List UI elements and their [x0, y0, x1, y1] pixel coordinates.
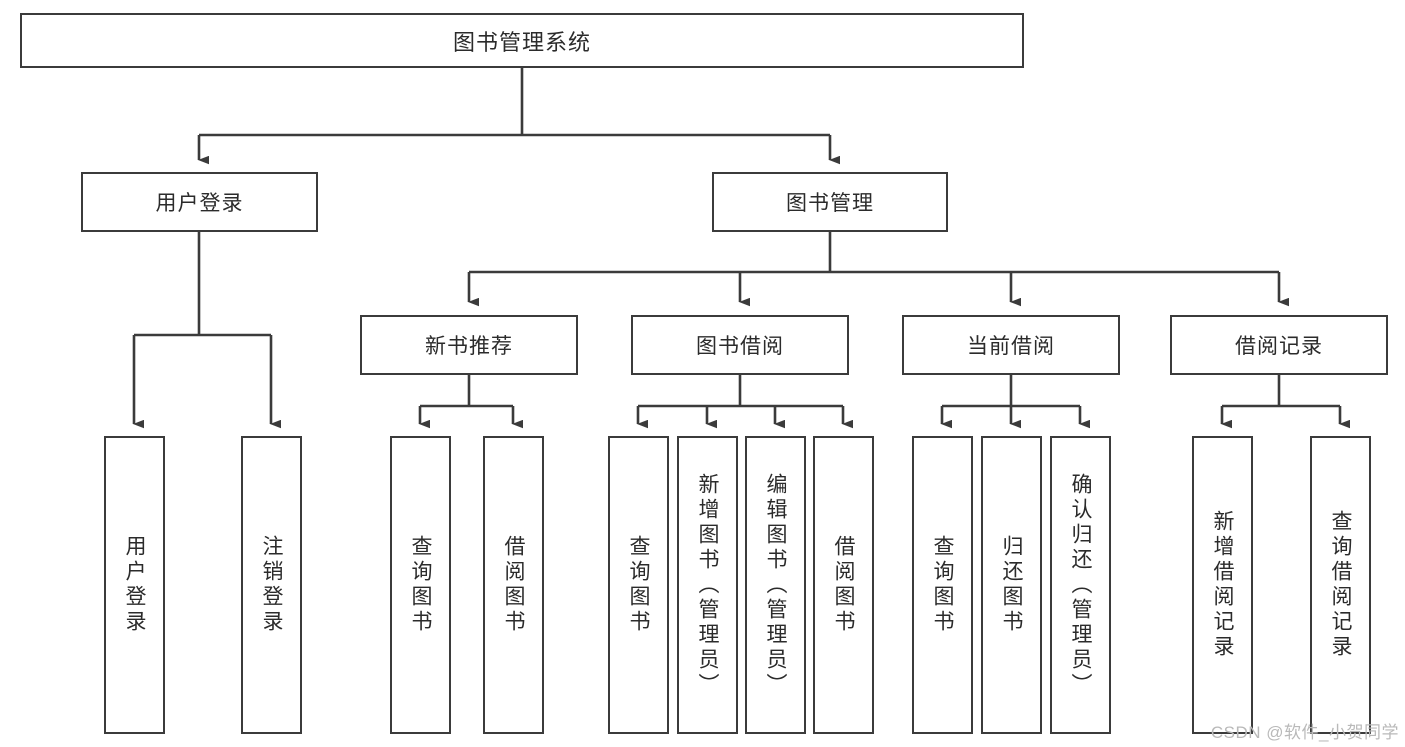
node-label: 查询图书 — [627, 535, 650, 635]
node-label: 图书管理系统 — [452, 29, 591, 55]
leaf-current-return-book[interactable]: 归还图书 — [981, 436, 1042, 734]
leaf-current-query-book[interactable]: 查询图书 — [912, 436, 973, 734]
node-label: 确认归还（管理员） — [1069, 472, 1092, 698]
node-label: 编辑图书（管理员） — [764, 472, 787, 698]
node-label: 图书借阅 — [696, 335, 784, 358]
leaf-recommend-query-book[interactable]: 查询图书 — [390, 436, 451, 734]
node-label: 新书推荐 — [425, 335, 513, 358]
node-label: 注销登录 — [260, 535, 283, 635]
node-user-login[interactable]: 用户登录 — [81, 172, 318, 232]
node-new-book-recommend[interactable]: 新书推荐 — [360, 315, 578, 375]
node-book-management[interactable]: 图书管理 — [712, 172, 948, 232]
leaf-borrow-query-book[interactable]: 查询图书 — [608, 436, 669, 734]
watermark: CSDN @软件_小贺同学 — [1210, 723, 1399, 742]
node-label: 新增借阅记录 — [1211, 510, 1234, 660]
node-borrow-record[interactable]: 借阅记录 — [1170, 315, 1388, 375]
leaf-current-confirm-return-admin[interactable]: 确认归还（管理员） — [1050, 436, 1111, 734]
leaf-borrow-borrow-book[interactable]: 借阅图书 — [813, 436, 874, 734]
leaf-borrow-add-book-admin[interactable]: 新增图书（管理员） — [677, 436, 738, 734]
node-label: 图书管理 — [786, 192, 874, 215]
node-label: 借阅记录 — [1235, 335, 1323, 358]
node-label: 归还图书 — [1000, 535, 1023, 635]
leaf-user-login-logout[interactable]: 注销登录 — [241, 436, 302, 734]
node-label: 借阅图书 — [832, 535, 855, 635]
node-label: 查询图书 — [931, 535, 954, 635]
node-root-system[interactable]: 图书管理系统 — [20, 13, 1024, 68]
leaf-record-query-record[interactable]: 查询借阅记录 — [1310, 436, 1371, 734]
node-label: 用户登录 — [123, 535, 146, 635]
node-label: 新增图书（管理员） — [696, 472, 719, 698]
node-label: 查询借阅记录 — [1329, 510, 1352, 660]
leaf-record-add-record[interactable]: 新增借阅记录 — [1192, 436, 1253, 734]
node-label: 当前借阅 — [967, 335, 1055, 358]
leaf-borrow-edit-book-admin[interactable]: 编辑图书（管理员） — [745, 436, 806, 734]
node-book-borrow[interactable]: 图书借阅 — [631, 315, 849, 375]
leaf-user-login-login[interactable]: 用户登录 — [104, 436, 165, 734]
node-label: 借阅图书 — [502, 535, 525, 635]
node-label: 用户登录 — [155, 192, 244, 215]
node-label: 查询图书 — [409, 535, 432, 635]
node-current-borrow[interactable]: 当前借阅 — [902, 315, 1120, 375]
leaf-recommend-borrow-book[interactable]: 借阅图书 — [483, 436, 544, 734]
